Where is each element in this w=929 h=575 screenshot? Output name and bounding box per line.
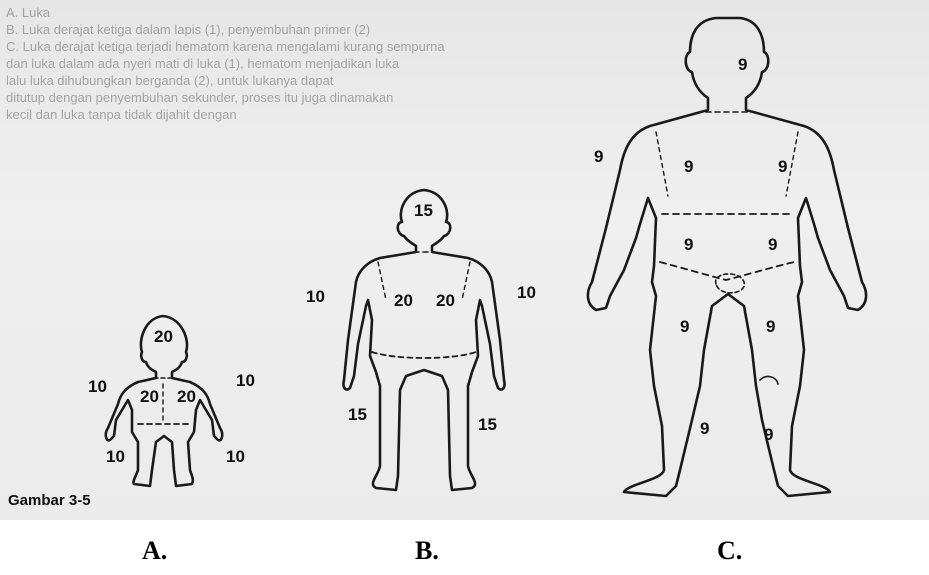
figure-b-label: B. <box>415 536 439 566</box>
figure-c-leg-right-value: 9 <box>764 425 773 444</box>
figure-c-groin-line <box>660 262 794 280</box>
figure-b-outline <box>343 190 504 490</box>
figure-b-arm-right-value: 10 <box>517 283 536 302</box>
figure-a-trunk-back-value: 20 <box>177 387 196 406</box>
figure-c-chest-right-value: 9 <box>778 157 787 176</box>
figure-b-shoulder-left <box>378 262 386 300</box>
figure-c-arm-value: 9 <box>594 147 603 166</box>
figure-c-adult <box>588 18 866 496</box>
figure-b-shoulder-right <box>462 262 470 300</box>
figure-b-head-value: 15 <box>414 201 433 220</box>
figure-a-arm-left-value: 10 <box>88 377 107 396</box>
figure-c-outline <box>588 18 866 496</box>
figure-c-knee-mark <box>760 377 778 384</box>
figure-b-trunk-front-value: 20 <box>394 291 413 310</box>
figure-c-thigh-right-value: 9 <box>766 317 775 336</box>
figure-b-arm-left-value: 10 <box>306 287 325 306</box>
figure-c-abdomen-left-value: 9 <box>684 235 693 254</box>
figure-c-label: C. <box>717 536 742 566</box>
figure-a-arm-right-value: 10 <box>236 371 255 390</box>
figure-b-child <box>343 190 504 490</box>
figure-c-chest-left-value: 9 <box>684 157 693 176</box>
body-figures: 20 10 10 20 20 10 10 15 10 10 20 20 15 1… <box>0 0 929 520</box>
figure-a-label: A. <box>142 536 167 566</box>
figure-b-hip-line <box>372 352 476 358</box>
figure-c-thigh-left-value: 9 <box>680 317 689 336</box>
figure-a-head-value: 20 <box>154 327 173 346</box>
figure-c-leg-left-value: 9 <box>700 419 709 438</box>
figure-a-leg-right-value: 10 <box>226 447 245 466</box>
figure-c-shoulder-right <box>786 132 798 196</box>
figure-c-genital-circle <box>716 274 745 293</box>
figure-a-trunk-front-value: 20 <box>140 387 159 406</box>
figure-c-shoulder-left <box>656 132 668 196</box>
figure-caption: Gambar 3-5 <box>8 492 91 509</box>
figure-c-head-value: 9 <box>738 55 747 74</box>
figure-c-abdomen-right-value: 9 <box>768 235 777 254</box>
figure-b-trunk-back-value: 20 <box>436 291 455 310</box>
scanned-page: A. Luka B. Luka derajat ketiga dalam lap… <box>0 0 929 520</box>
figure-b-leg-right-value: 15 <box>478 415 497 434</box>
figure-a-leg-left-value: 10 <box>106 447 125 466</box>
figure-b-leg-left-value: 15 <box>348 405 367 424</box>
